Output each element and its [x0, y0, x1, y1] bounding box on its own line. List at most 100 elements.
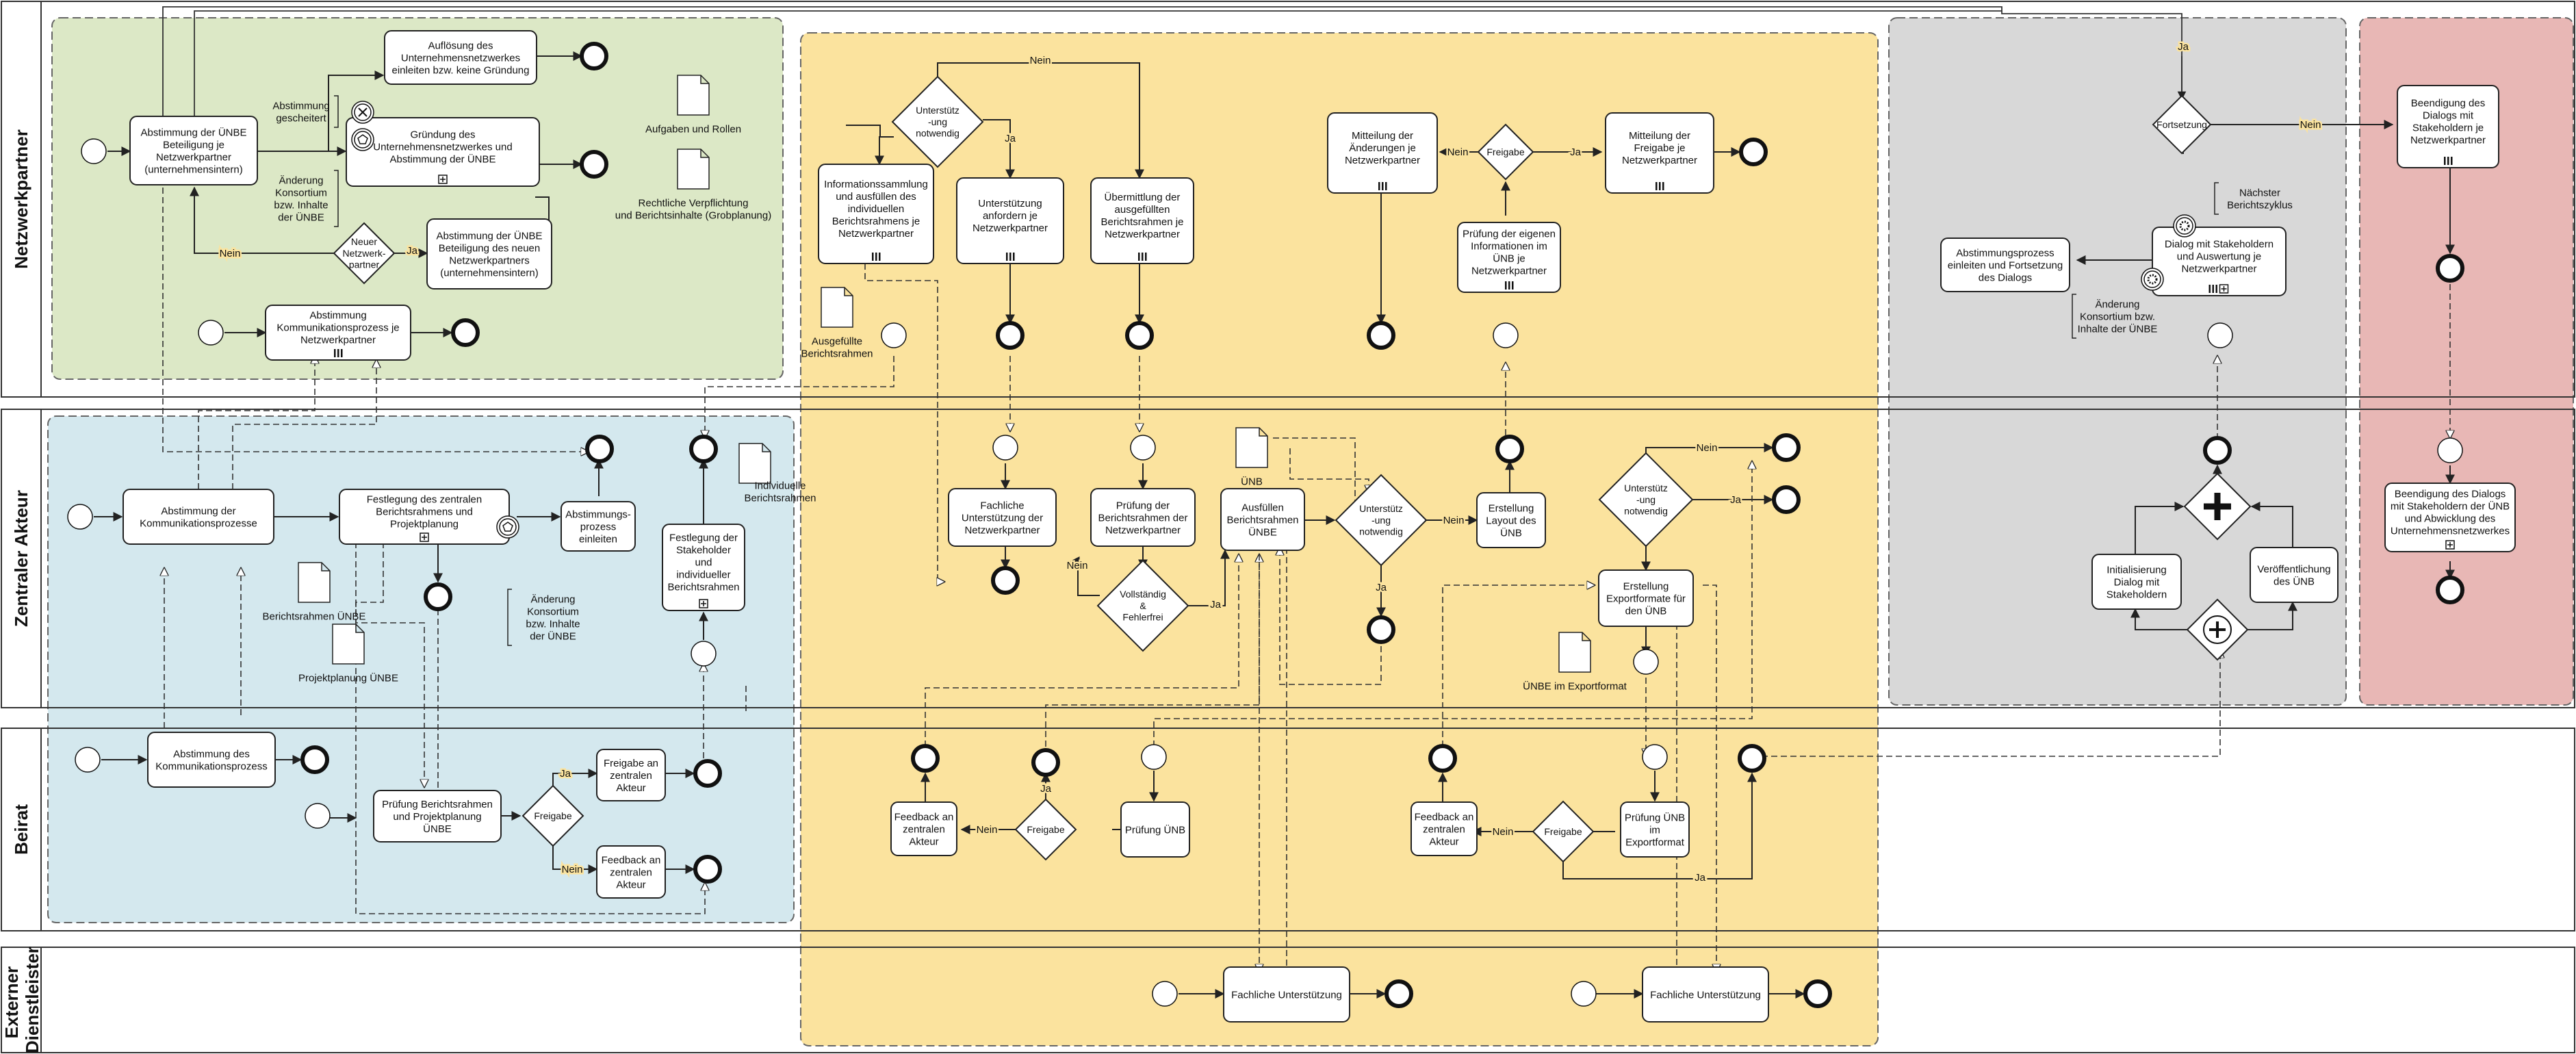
gateway-forts[interactable]: Fortsetzung [2152, 94, 2212, 155]
start-event [1152, 981, 1178, 1007]
start-event [2207, 322, 2233, 348]
parallel-gateway[interactable] [2183, 472, 2252, 541]
label-line: Mitteilung der [1629, 130, 1690, 142]
label-line: Layout des [1486, 515, 1536, 526]
label-line: Beendigung des Dialogs [2395, 488, 2506, 500]
gateway-vollst[interactable]: Vollständig&Fehlerfrei [1096, 559, 1189, 652]
label-line: Beteiligung des neuen [439, 242, 540, 254]
end-event [451, 318, 480, 347]
parallel-gateway[interactable] [2186, 598, 2249, 661]
gateway-freig-b2[interactable]: Freigabe [1532, 800, 1595, 863]
label-line: und Berichtsinhalte (Grobplanung) [615, 209, 771, 221]
label-line: Berichtsrahmen je [1101, 216, 1184, 228]
flow-label-ja: Ja [1209, 597, 1224, 613]
gateway-freig-np[interactable]: Freigabe [1477, 123, 1534, 181]
label-line: Feedback an [602, 854, 661, 866]
label-line: einleiten [579, 533, 617, 545]
end-event [911, 744, 940, 773]
label-line: Festlegung des zentralen [367, 493, 482, 505]
gateway-freig-b1[interactable]: Freigabe [1014, 798, 1077, 861]
task-fachl-ext2[interactable]: Fachliche Unterstützung [1642, 966, 1769, 1023]
label-line: Berichtsrahmens je [832, 216, 920, 227]
label-line: ÜNBE [423, 823, 452, 835]
gateway-freig-b[interactable]: Freigabe [521, 784, 584, 847]
task-fachl-ext1[interactable]: Fachliche Unterstützung [1223, 966, 1350, 1023]
end-event [693, 759, 722, 788]
label-line: Projektplanung ÜNBE [298, 671, 398, 684]
label-line: -ung [928, 116, 947, 127]
label-line: Erstellung [1623, 580, 1669, 592]
end-event [1384, 979, 1413, 1008]
start-event [1633, 649, 1659, 675]
start-event [992, 435, 1018, 461]
task-pruef-unb[interactable]: Prüfung ÜNB [1120, 801, 1190, 858]
label-text: Projektplanung ÜNBE [298, 671, 398, 684]
flow-label-nein: Nein [1441, 513, 1466, 528]
flow-label-text: Nein [1067, 560, 1088, 571]
label-line: einleiten und Fortsetzung [1948, 259, 2063, 271]
label-line: Freigabe [1027, 824, 1064, 835]
end-event [580, 150, 608, 179]
label-line: Exportformate für [1606, 593, 1686, 604]
flow-label-ja: Ja [1693, 871, 1708, 886]
document-unbe-exp: ÜNBE im Exportformat [1523, 632, 1627, 692]
end-event [585, 435, 614, 463]
label-line: Inhalte der ÜNBE [2078, 322, 2158, 335]
start-event [198, 320, 224, 346]
label-line: Fehlerfrei [1122, 612, 1163, 623]
label-line: Vollständig [1120, 589, 1166, 600]
label-line: gescheitert [276, 112, 326, 124]
label-line: Berichtsrahmen [667, 581, 739, 593]
